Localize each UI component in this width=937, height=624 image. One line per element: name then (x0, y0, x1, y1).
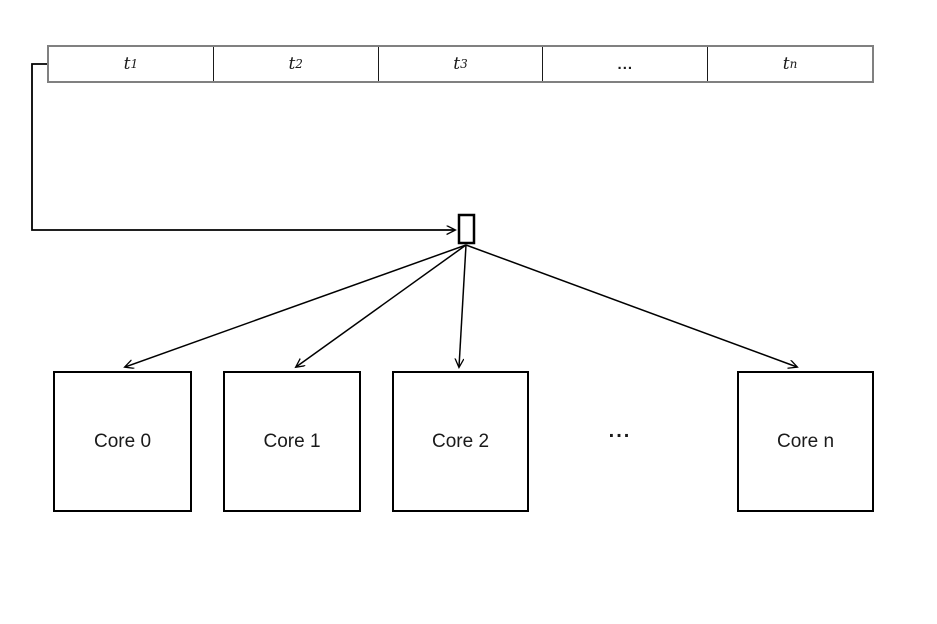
queue-cell-label: t (288, 53, 296, 74)
queue-cell-subscript: 3 (460, 57, 468, 71)
core-0-label: Core 0 (93, 430, 152, 452)
queue-cell-ellipsis: ... (543, 47, 709, 81)
dispatch-to-core-2-arrow (459, 244, 467, 367)
core-n-box: Core n (737, 371, 874, 512)
queue-cell-label: t (453, 53, 461, 74)
queue-cell-subscript: 2 (295, 57, 303, 71)
core-1-box: Core 1 (223, 371, 361, 512)
core-0-box: Core 0 (53, 371, 192, 512)
queue-to-dispatch-arrow (31, 63, 455, 230)
dispatch-to-core-0-arrow (125, 244, 467, 367)
core-2-label: Core 2 (431, 430, 490, 452)
dispatch-to-core-1-arrow (296, 244, 467, 367)
queue-cell-label: t (123, 53, 131, 74)
queue-cell-label: t (782, 53, 790, 74)
dispatch-node (457, 213, 476, 245)
queue-cell-subscript: n (789, 57, 798, 71)
core-2-box: Core 2 (392, 371, 529, 512)
cores-ellipsis: ... (608, 420, 632, 442)
core-1-label: Core 1 (263, 430, 321, 452)
queue-ellipsis-label: ... (617, 55, 634, 73)
queue-cell-subscript: 1 (130, 57, 139, 71)
core-n-label: Core n (776, 430, 835, 452)
dispatch-to-core-n-arrow (465, 244, 797, 367)
